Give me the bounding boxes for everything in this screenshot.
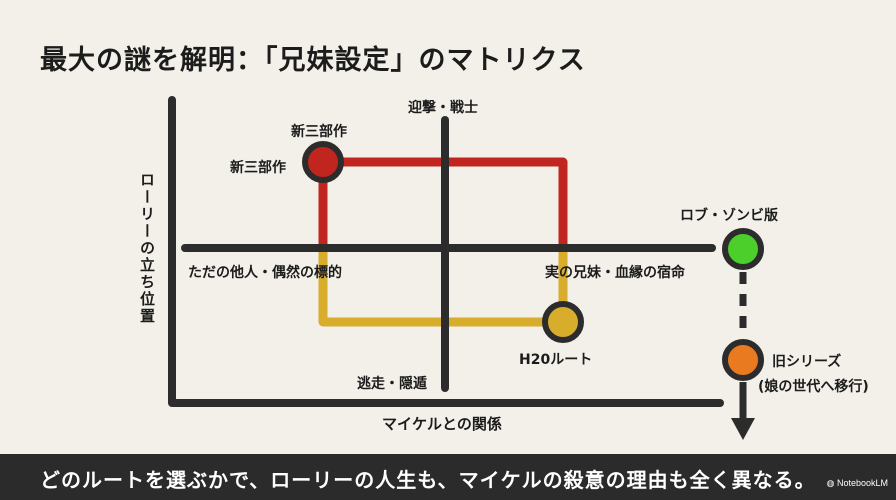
vertical-axis-label: ローリーの立ち位置 [138, 172, 156, 325]
horizontal-axis-label: マイケルとの関係 [382, 415, 502, 433]
notebooklm-icon: ◍ [826, 478, 835, 488]
brand-logo: ◍ NotebookLM [827, 478, 888, 489]
node-h20 [542, 301, 584, 343]
axis-left-label: ただの他人・偶然の標的 [188, 265, 342, 281]
node-label-h20: H20ルート [519, 352, 593, 368]
node-shinsanbusaku [302, 141, 344, 183]
axis-top-label: 迎撃・戦士 [408, 100, 478, 116]
node-rob-zombie [722, 228, 764, 270]
node-label-old-series: 旧シリーズ [772, 354, 842, 370]
footer-caption: どのルートを選ぶかで、ローリーの人生も、マイケルの殺意の理由も全く異なる。 [40, 468, 816, 492]
page-title: 最大の謎を解明：「兄妹設定」のマトリクス [40, 45, 586, 76]
red-route [323, 157, 568, 248]
left-axis [168, 96, 724, 407]
node-label-rob-zombie: ロブ・ゾンビ版 [680, 208, 778, 224]
axis-bottom-label: 逃走・隠遁 [357, 376, 427, 392]
footer-bar: どのルートを選ぶかで、ローリーの人生も、マイケルの殺意の理由も全く異なる。 ◍ … [0, 454, 896, 500]
node-label-shinsanbusaku-left: 新三部作 [230, 160, 286, 176]
node-label-old-series-note: (娘の世代へ移行) [758, 379, 869, 395]
node-label-shinsanbusaku-top: 新三部作 [291, 124, 347, 140]
timeline-arrowhead [731, 418, 755, 440]
axis-right-label: 実の兄妹・血縁の宿命 [545, 265, 685, 281]
brand-name: NotebookLM [836, 478, 888, 488]
node-old-series [722, 339, 764, 381]
